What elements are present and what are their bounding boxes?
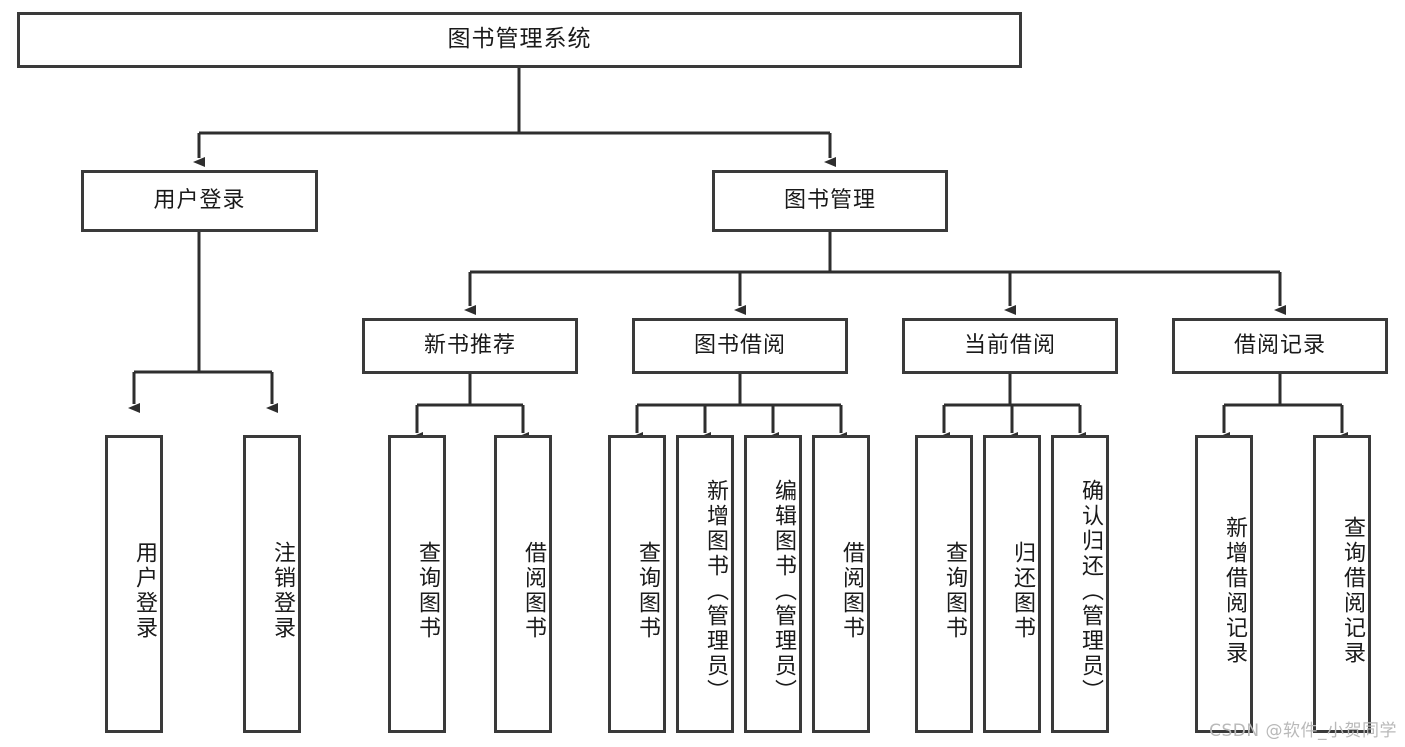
node-book-management[interactable]: 图书管理 [712, 170, 948, 232]
leaf-user-login-login[interactable]: 用户登录 [105, 435, 163, 733]
leaf-borrow-add-book[interactable]: 新增图书（管理员） [676, 435, 734, 733]
watermark: CSDN @软件_小贺同学 [1209, 721, 1397, 741]
node-label: 用户登录 [132, 541, 157, 641]
node-label: 新增借阅记录 [1222, 516, 1247, 666]
leaf-current-return-book[interactable]: 归还图书 [983, 435, 1041, 733]
node-label: 归还图书 [1010, 541, 1035, 641]
node-user-login[interactable]: 用户登录 [81, 170, 318, 232]
node-label: 查询图书 [635, 541, 660, 641]
leaf-user-login-logout[interactable]: 注销登录 [243, 435, 301, 733]
leaf-recommend-borrow-book[interactable]: 借阅图书 [494, 435, 552, 733]
node-label: 新书推荐 [423, 332, 516, 358]
node-label: 注销登录 [270, 541, 295, 641]
leaf-borrow-query-book[interactable]: 查询图书 [608, 435, 666, 733]
node-label: 图书管理 [783, 187, 876, 213]
node-label: 借阅图书 [839, 541, 864, 641]
node-current-borrow[interactable]: 当前借阅 [902, 318, 1118, 374]
node-label: 查询图书 [942, 541, 967, 641]
node-label: 确认归还（管理员） [1078, 478, 1103, 704]
node-label: 查询图书 [415, 541, 440, 641]
leaf-current-query-book[interactable]: 查询图书 [915, 435, 973, 733]
node-label: 用户登录 [153, 187, 246, 213]
leaf-current-confirm-return[interactable]: 确认归还（管理员） [1051, 435, 1109, 733]
leaf-record-query-record[interactable]: 查询借阅记录 [1313, 435, 1371, 733]
node-label: 借阅图书 [521, 541, 546, 641]
node-book-borrow[interactable]: 图书借阅 [632, 318, 848, 374]
node-new-book-recommend[interactable]: 新书推荐 [362, 318, 578, 374]
node-label: 图书借阅 [693, 332, 786, 358]
node-label: 当前借阅 [963, 332, 1056, 358]
leaf-recommend-query-book[interactable]: 查询图书 [388, 435, 446, 733]
leaf-record-add-record[interactable]: 新增借阅记录 [1195, 435, 1253, 733]
node-label: 图书管理系统 [447, 26, 592, 53]
node-root[interactable]: 图书管理系统 [17, 12, 1022, 68]
node-borrow-record[interactable]: 借阅记录 [1172, 318, 1388, 374]
leaf-borrow-borrow-book[interactable]: 借阅图书 [812, 435, 870, 733]
node-label: 借阅记录 [1233, 332, 1326, 358]
node-label: 查询借阅记录 [1340, 516, 1365, 666]
node-label: 新增图书（管理员） [703, 478, 728, 704]
node-label: 编辑图书（管理员） [771, 478, 796, 704]
leaf-borrow-edit-book[interactable]: 编辑图书（管理员） [744, 435, 802, 733]
